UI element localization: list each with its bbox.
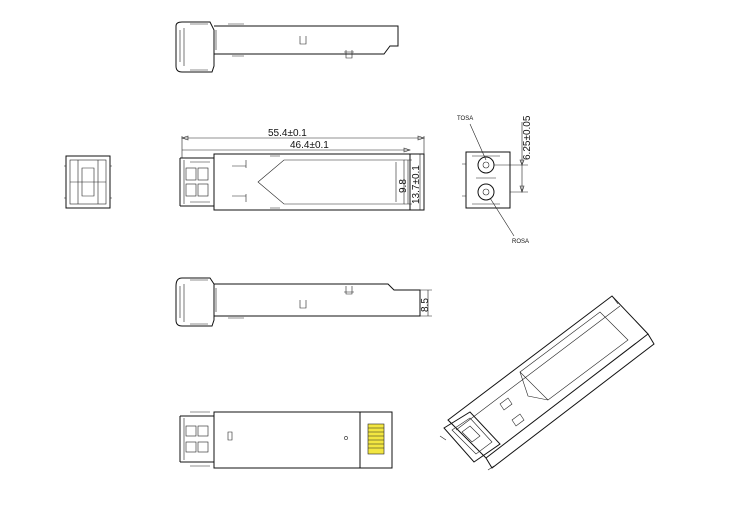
overall-length-dimension: 55.4±0.1 [268, 128, 307, 139]
plan-dimension-lines [181, 135, 425, 210]
top-side-view [175, 21, 399, 73]
rosa-label: ROSA [512, 239, 529, 245]
port-spacing-dimension: 9.8 [398, 179, 409, 193]
tosa-label: TOSA [457, 116, 473, 122]
body-length-dimension: 46.4±0.1 [290, 140, 329, 151]
bottom-plan-view [179, 411, 393, 469]
height-dimension: 8.5 [420, 298, 431, 312]
plan-view [179, 153, 425, 211]
body-width-dimension: 13.7±0.1 [411, 165, 422, 204]
port-offset-dimension: 6.25±0.05 [522, 115, 533, 160]
rear-port-view [462, 122, 528, 237]
bottom-side-view [175, 277, 432, 327]
isometric-view [439, 295, 655, 471]
front-end-view [64, 155, 112, 209]
